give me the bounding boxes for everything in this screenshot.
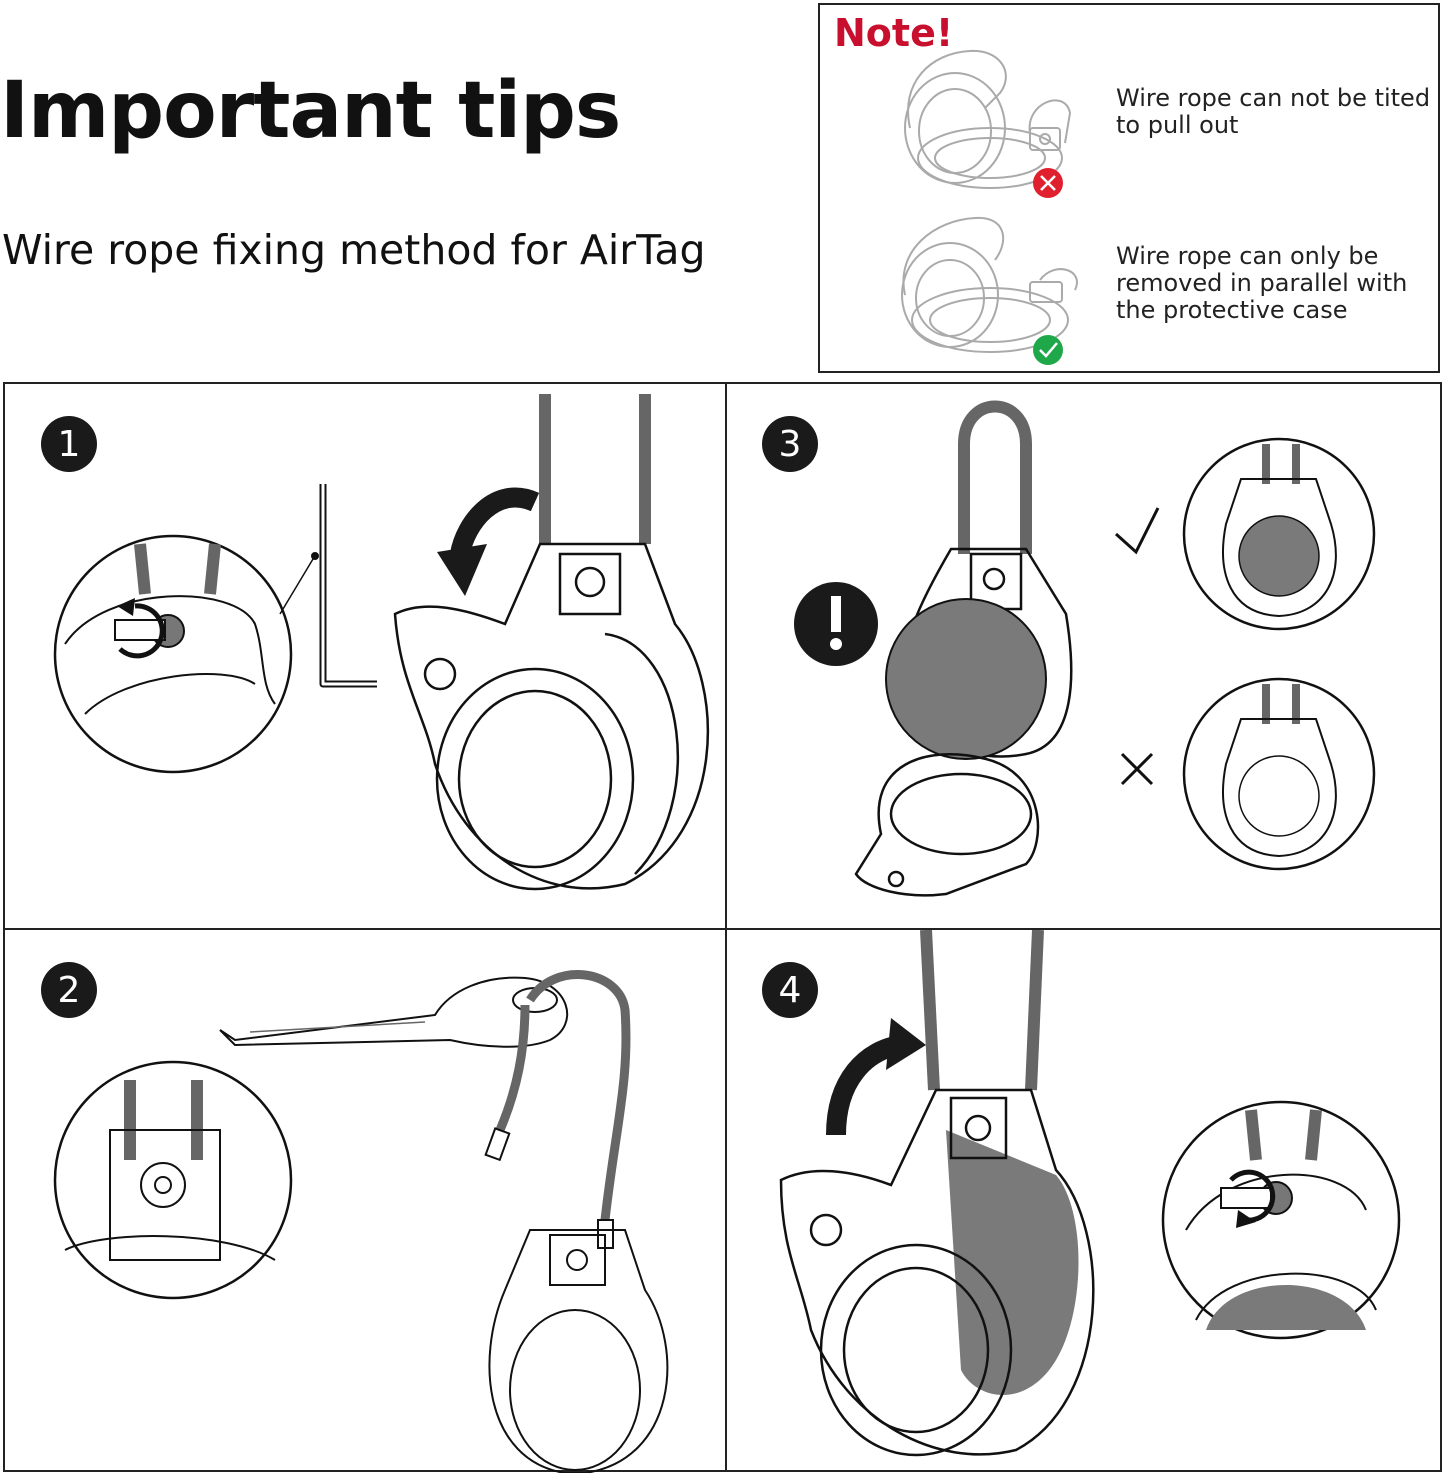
airtag-case-open: [393, 542, 710, 891]
page-subtitle: Wire rope fixing method for AirTag: [2, 226, 706, 274]
zoom-detail-rope-slots: [53, 1060, 293, 1300]
grid-divider-vertical: [725, 384, 727, 1470]
key-icon: [219, 976, 569, 1048]
step-2-panel: 2: [5, 930, 723, 1473]
rotate-arrow-icon: [437, 487, 540, 596]
zoom-detail-wrong: [1182, 677, 1376, 871]
green-check-icon: [1033, 335, 1063, 365]
note-text-incorrect: Wire rope can not be tited to pull out: [1116, 84, 1431, 139]
wire-rope: [958, 400, 1032, 554]
parallel-case-illustration: [901, 216, 1078, 365]
zoom-detail-screw: [53, 534, 293, 774]
airtag-case-closed: [488, 1229, 669, 1473]
zoom-detail-correct: [1182, 437, 1376, 631]
step-2-illustration: [53, 970, 669, 1473]
step-number-badge: 3: [762, 416, 818, 472]
warning-icon: [794, 582, 878, 666]
note-box: Note! Wire rope can not be tited to pull…: [818, 3, 1440, 373]
wire-rope: [920, 930, 1044, 1091]
wire-rope-end: [495, 1004, 530, 1132]
step-number-badge: 1: [41, 416, 97, 472]
hex-key-icon: [279, 484, 377, 688]
note-text-correct: Wire rope can only be removed in paralle…: [1116, 242, 1408, 324]
wire-rope: [539, 394, 651, 544]
step-4-illustration: [779, 930, 1401, 1457]
step-number-badge: 4: [762, 962, 818, 1018]
correct-mark-icon: [1114, 507, 1160, 555]
wrong-mark-icon: [1120, 752, 1154, 786]
step-1-panel: 1: [5, 384, 723, 927]
step-1-illustration: [53, 394, 710, 891]
grid-divider-horizontal: [5, 928, 1440, 930]
steps-grid: 1: [3, 382, 1444, 1473]
red-x-icon: [1033, 168, 1063, 198]
zoom-detail-screw-tighten: [1161, 1100, 1401, 1340]
step-number-badge: 2: [41, 962, 97, 1018]
note-title: Note!: [834, 11, 954, 55]
step-3-panel: 3: [726, 384, 1444, 927]
rotate-arrow-icon: [826, 1018, 926, 1136]
page-title: Important tips: [0, 66, 621, 156]
wire-rope: [526, 970, 631, 1221]
airtag-case-closing: [779, 1088, 1095, 1457]
airtag-case-with-disc: [854, 547, 1073, 897]
step-3-illustration: [794, 400, 1376, 897]
step-4-panel: 4: [726, 930, 1444, 1473]
tilted-case-illustration: [904, 49, 1072, 198]
